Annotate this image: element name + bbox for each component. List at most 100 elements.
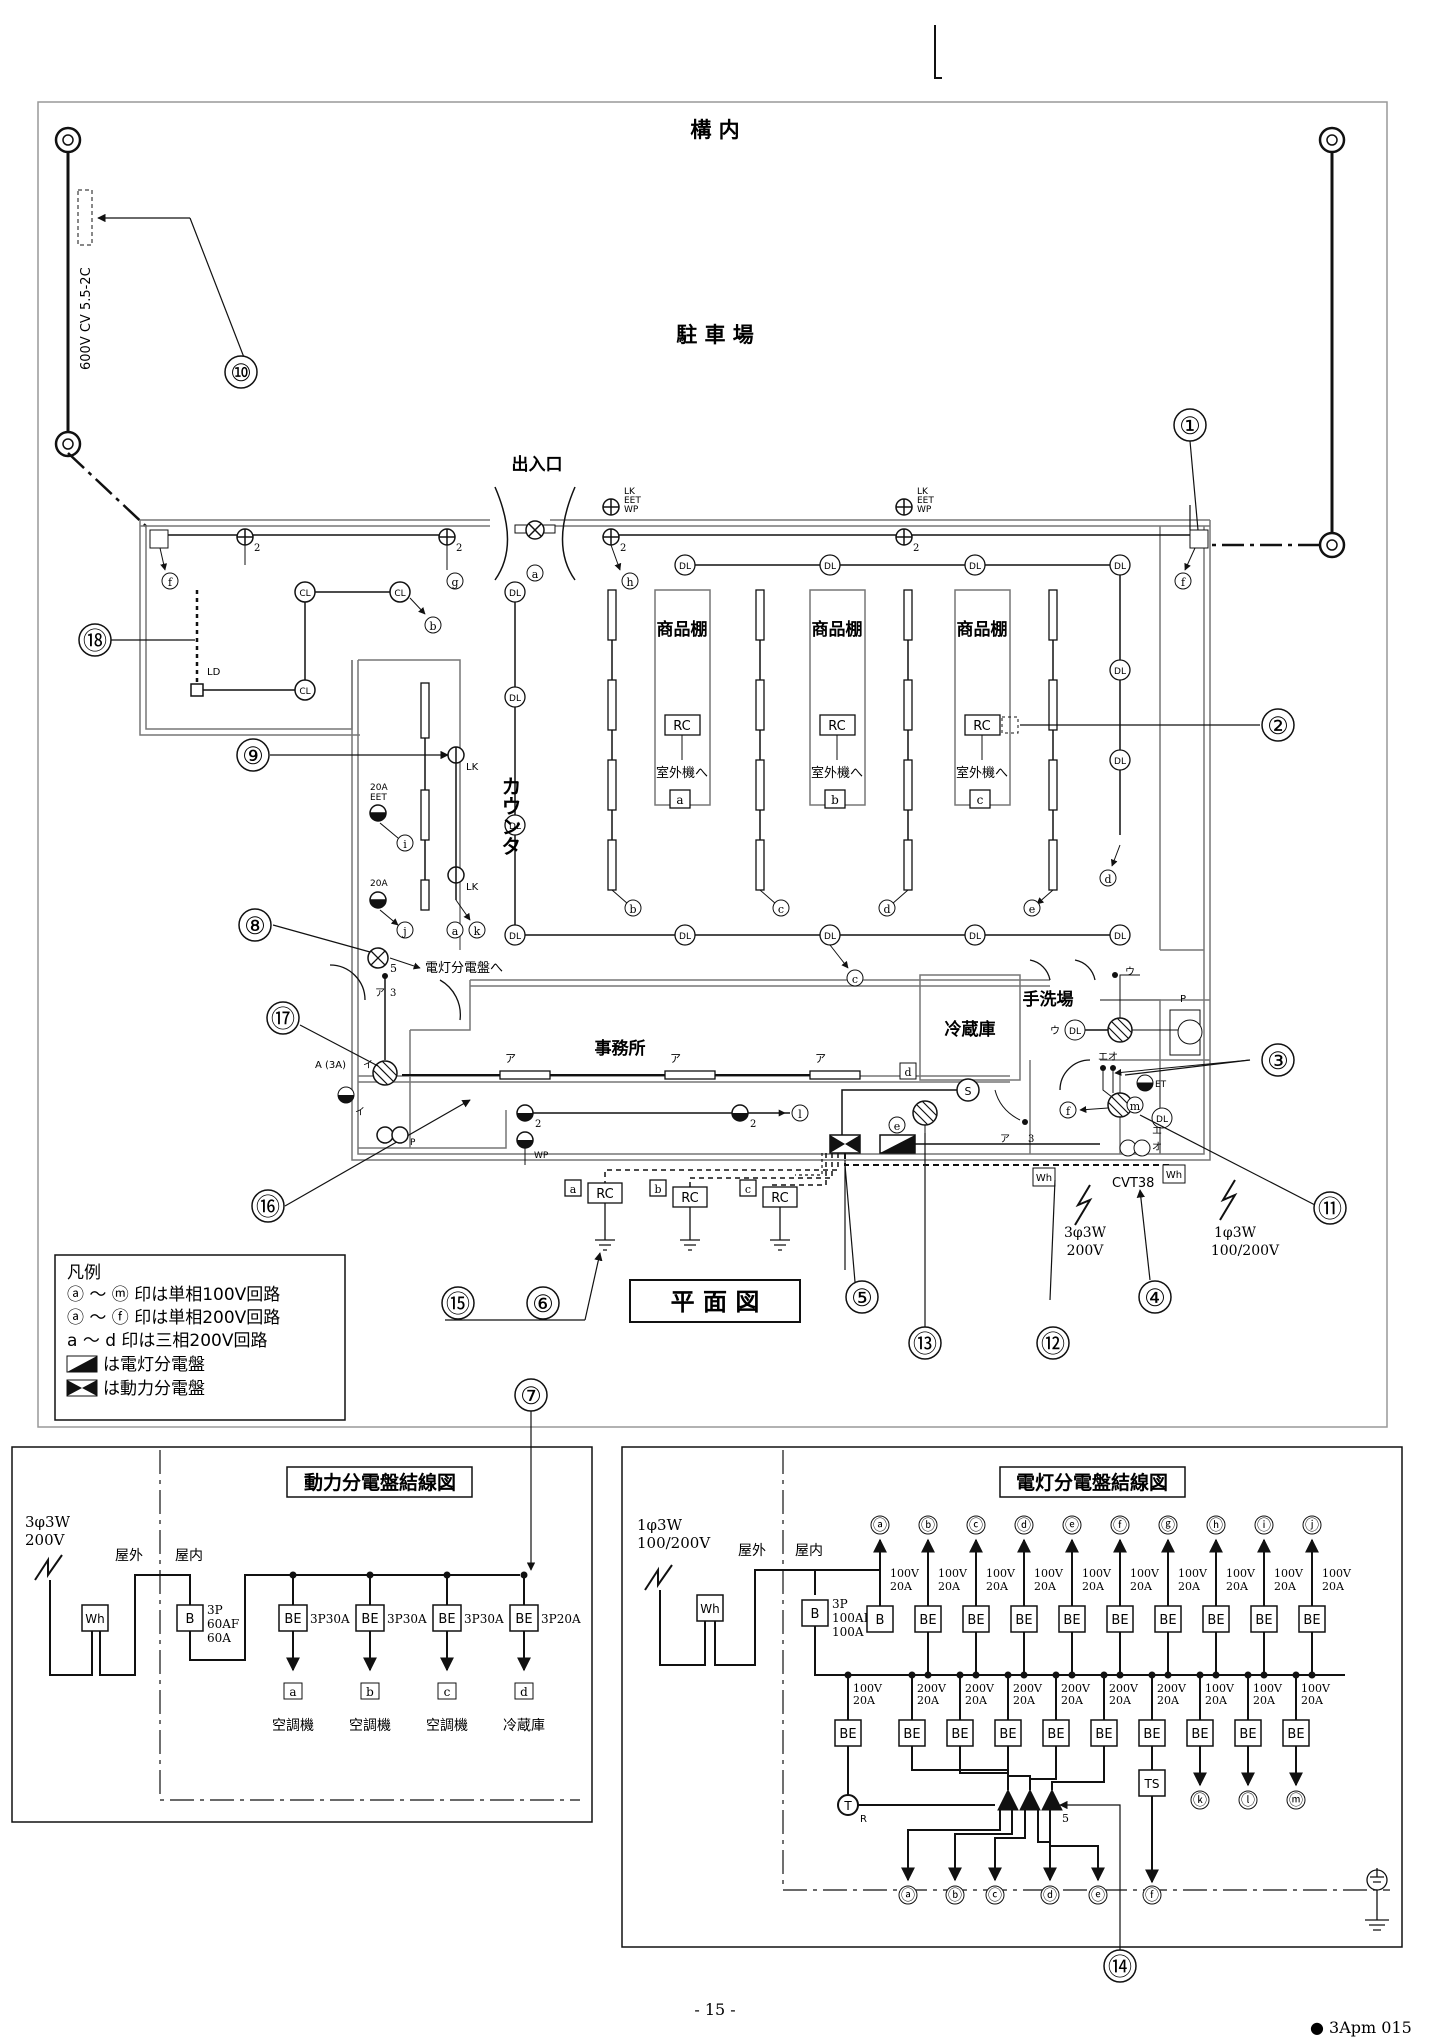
svg-text:DL: DL (969, 932, 981, 942)
svg-text:RC: RC (973, 719, 990, 734)
branch-id-box (514, 1682, 534, 1700)
svg-text:100AF: 100AF (832, 1611, 872, 1625)
washroom-label: 手洗場 (1023, 989, 1074, 1010)
breaker-be (1250, 1605, 1278, 1633)
circuit-id-circle (1302, 1515, 1322, 1535)
rating-a: 20A (1205, 1694, 1228, 1707)
circuit-id-circle (1254, 1515, 1274, 1535)
svg-text:屋外: 屋外 (738, 1543, 766, 1559)
plan-title: 平 面 図 (671, 1288, 760, 1316)
svg-text:200V: 200V (1067, 1243, 1105, 1259)
circuit-id: ⓛ (1241, 1793, 1255, 1809)
branch-load: 空調機 (272, 1718, 314, 1734)
breaker-be (1058, 1605, 1086, 1633)
svg-text:DL: DL (1114, 757, 1126, 767)
rating-a: 20A (1226, 1580, 1249, 1593)
outdoor-unit-label-a: 室外機へ (656, 765, 708, 781)
svg-text:DL: DL (969, 562, 981, 572)
svg-text:LD: LD (207, 667, 221, 678)
svg-text:5: 5 (390, 962, 397, 975)
circuit-id-circle (1286, 1790, 1306, 1810)
circuit-id: ⓒ (969, 1518, 983, 1534)
callout-5: ⑤ (851, 1284, 873, 1312)
circuit-id-circle (1190, 1790, 1210, 1810)
circuit-id: ⓘ (1257, 1518, 1271, 1534)
rating-a: 20A (1253, 1694, 1276, 1707)
circuit-id-circle (966, 1515, 986, 1535)
breaker-be-label: BE (1047, 1727, 1064, 1742)
svg-text:は動力分電盤: は動力分電盤 (103, 1379, 205, 1399)
svg-text:LK: LK (624, 487, 636, 497)
shelf-label-a: 商品棚 (657, 619, 708, 640)
rating-a: 20A (917, 1694, 940, 1707)
svg-text:a: a (532, 568, 539, 581)
breaker-be (994, 1719, 1022, 1747)
svg-text:DL: DL (679, 932, 691, 942)
floor-plan: 構 内 駐 車 場 600V CV 5.5-2C ⑩ (37, 101, 1388, 1571)
parking-label: 駐 車 場 (676, 323, 754, 347)
svg-text:ウ: ウ (1050, 1025, 1060, 1037)
circuit-id-circle (1238, 1790, 1258, 1810)
branch-id: c (444, 1685, 451, 1699)
breaker-be (432, 1604, 462, 1632)
rating-a: 20A (890, 1580, 913, 1593)
svg-text:オ: オ (1152, 1141, 1162, 1153)
circuit-id-circle (898, 1885, 918, 1905)
circuit-id-circle (1158, 1515, 1178, 1535)
timer-r: R (860, 1814, 867, 1825)
svg-text:EET: EET (370, 793, 387, 803)
wall-lights-front (236, 498, 913, 546)
svg-text:P: P (410, 1138, 416, 1148)
svg-text:WP: WP (917, 505, 932, 515)
rating-v: 100V (853, 1682, 883, 1695)
circuit-id: ⓙ (1305, 1518, 1319, 1534)
shelf-label-b: 商品棚 (812, 619, 863, 640)
ts-box (1138, 1769, 1166, 1797)
svg-text:LK: LK (466, 882, 479, 893)
circuit-id: ⓓ (1043, 1888, 1057, 1904)
svg-text:1φ3W: 1φ3W (1214, 1225, 1257, 1241)
breaker-be (946, 1719, 974, 1747)
rating-a: 20A (986, 1580, 1009, 1593)
rating-v: 100V (986, 1567, 1016, 1580)
svg-text:3φ3W: 3φ3W (1064, 1225, 1107, 1241)
entrance-label: 出入口 (512, 454, 563, 475)
callout-11: ⑪ (1318, 1195, 1342, 1223)
breaker-be (1298, 1605, 1326, 1633)
svg-text:20A: 20A (370, 783, 388, 793)
rating-v: 100V (1226, 1567, 1256, 1580)
breaker-be-label: BE (1303, 1613, 1320, 1628)
breaker-be (278, 1604, 308, 1632)
outdoor-unit-label-c: 室外機へ (956, 765, 1008, 781)
breaker-be-label: BE (1143, 1727, 1160, 1742)
rating-a: 20A (853, 1694, 876, 1707)
circuit-id: ⓓ (1017, 1518, 1031, 1534)
circuit-id-circle (1142, 1885, 1162, 1905)
a3a-label: A (3A) (315, 1060, 346, 1071)
circuit-id-circle (1110, 1515, 1130, 1535)
rating-v: 100V (1253, 1682, 1283, 1695)
power-panel-diagram: 動力分電盤結線図 3φ3W 200V 屋外 屋内 Wh B 3P60AF60A … (11, 1446, 593, 1823)
breaker-be-label: BE (951, 1727, 968, 1742)
office-label: 事務所 (595, 1038, 646, 1059)
svg-text:屋内: 屋内 (175, 1548, 203, 1564)
callout-18: ⑱ (83, 627, 107, 655)
callout-12: ⑫ (1041, 1330, 1065, 1358)
breaker-be (1042, 1719, 1070, 1747)
rating-v: 200V (1109, 1682, 1139, 1695)
callout-9: ⑨ (242, 742, 264, 770)
circuit-id-circle (1206, 1515, 1226, 1535)
breaker-be (1090, 1719, 1118, 1747)
svg-text:2: 2 (456, 543, 462, 554)
rating-a: 20A (1301, 1694, 1324, 1707)
circuit-id: ⓕ (1113, 1518, 1127, 1534)
callout-15: ⑮ (446, 1290, 470, 1318)
callout-10: ⑩ (230, 359, 252, 387)
rating-v: 200V (1061, 1682, 1091, 1695)
breaker-be (1202, 1605, 1230, 1633)
contactor-symbol (997, 1788, 1019, 1811)
svg-text:60AF: 60AF (207, 1617, 239, 1631)
rating-v: 100V (938, 1567, 968, 1580)
callout-6: ⑥ (532, 1290, 554, 1318)
svg-text:j: j (401, 925, 406, 938)
